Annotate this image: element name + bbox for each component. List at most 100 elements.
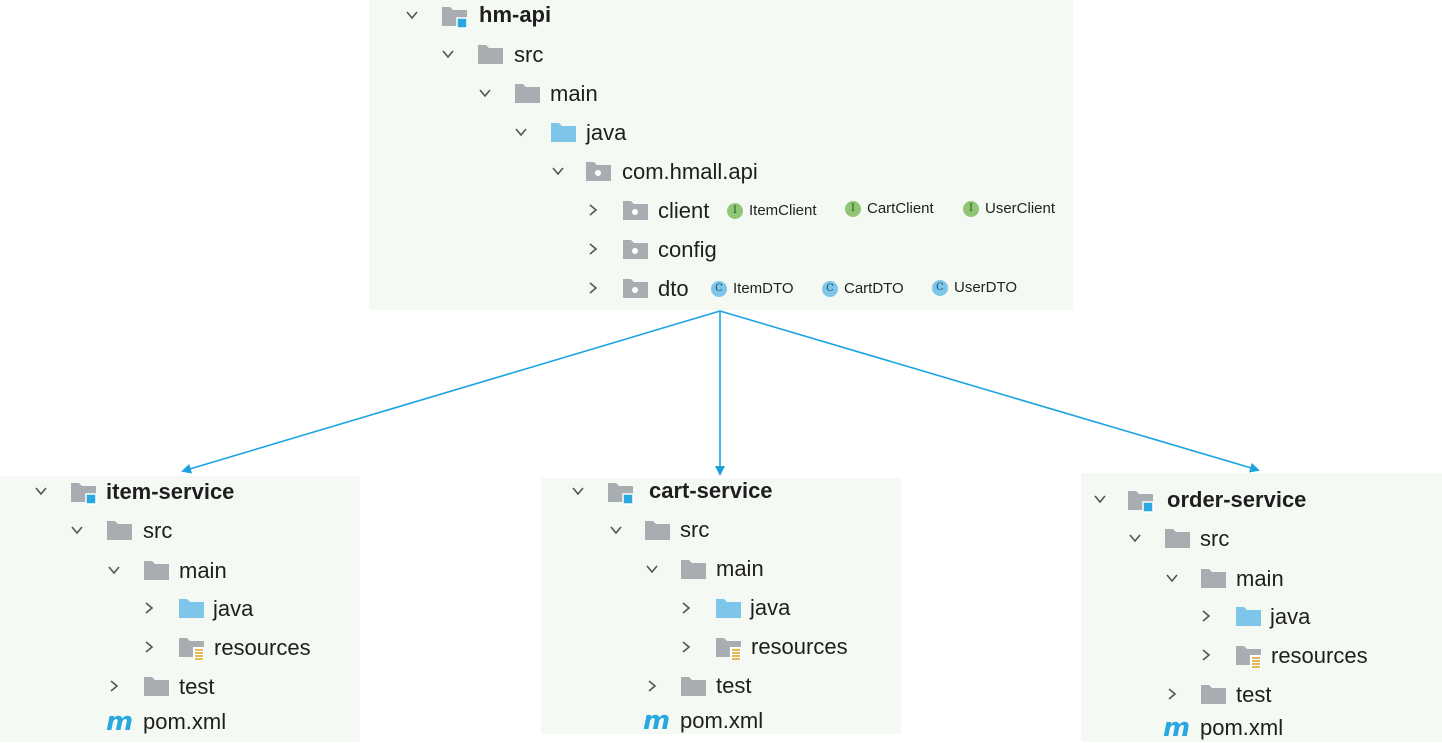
java-label[interactable]: java: [213, 596, 254, 621]
api-tree-panel: hm-api src main java com.hmall.api clien…: [369, 0, 1073, 310]
api-dto-label[interactable]: dto: [658, 276, 689, 301]
test-label[interactable]: test: [179, 674, 215, 699]
service-module-name[interactable]: cart-service: [649, 478, 773, 503]
interface-icon: I: [963, 200, 979, 217]
chevron-right-icon[interactable]: [1200, 610, 1212, 622]
main-label[interactable]: main: [1236, 566, 1284, 591]
module-folder-icon: [441, 3, 469, 29]
chevron-down-icon[interactable]: [515, 126, 527, 138]
order-service-panel: order-service src main java resources te…: [1081, 473, 1442, 743]
package-folder-icon: [622, 276, 650, 300]
folder-icon: [1200, 566, 1228, 590]
chevron-right-icon[interactable]: [680, 641, 692, 653]
class-icon: C: [711, 280, 727, 297]
maven-icon: m: [106, 707, 134, 737]
folder-icon: [1164, 526, 1192, 550]
chevron-right-icon[interactable]: [680, 602, 692, 614]
chevron-down-icon[interactable]: [1166, 572, 1178, 584]
chevron-right-icon[interactable]: [1166, 688, 1178, 700]
chevron-down-icon[interactable]: [479, 87, 491, 99]
service-module-name[interactable]: item-service: [106, 479, 235, 504]
pom-label[interactable]: pom.xml: [143, 709, 227, 734]
chevron-right-icon[interactable]: [143, 641, 155, 653]
src-label[interactable]: src: [143, 518, 173, 543]
api-main-label[interactable]: main: [550, 81, 598, 106]
interface-name: ItemClient: [749, 202, 817, 219]
chevron-down-icon[interactable]: [71, 524, 83, 536]
test-label[interactable]: test: [1236, 682, 1272, 707]
src-label[interactable]: src: [1200, 526, 1230, 551]
module-folder-icon: [70, 479, 98, 505]
arrow-to-item-service: [181, 310, 721, 474]
api-package-label[interactable]: com.hmall.api: [622, 159, 758, 184]
package-folder-icon: [585, 159, 613, 183]
chevron-down-icon[interactable]: [552, 165, 564, 177]
maven-icon: m: [643, 706, 671, 736]
class-icon: C: [932, 279, 948, 296]
chevron-down-icon[interactable]: [35, 485, 47, 497]
chevron-right-icon[interactable]: [143, 602, 155, 614]
service-module-name[interactable]: order-service: [1167, 487, 1307, 512]
interface-icon: I: [727, 202, 743, 219]
source-folder-icon: [715, 596, 743, 620]
chevron-right-icon[interactable]: [108, 680, 120, 692]
folder-icon: [680, 557, 708, 581]
resources-folder-icon: [1235, 643, 1263, 668]
cart-service-panel: cart-service src main java resources tes…: [541, 478, 901, 736]
api-src-label[interactable]: src: [514, 42, 544, 67]
source-folder-icon: [178, 596, 206, 620]
chevron-right-icon[interactable]: [587, 243, 599, 255]
api-java-label[interactable]: java: [586, 120, 627, 145]
class-name: CartDTO: [844, 280, 904, 297]
module-folder-icon: [607, 479, 635, 505]
chevron-down-icon[interactable]: [108, 564, 120, 576]
main-label[interactable]: main: [716, 556, 764, 581]
interface-name: UserClient: [985, 200, 1056, 217]
chevron-down-icon[interactable]: [572, 485, 584, 497]
src-label[interactable]: src: [680, 517, 710, 542]
resources-folder-icon: [178, 635, 206, 660]
folder-icon: [477, 42, 505, 66]
package-folder-icon: [622, 198, 650, 222]
api-module-name[interactable]: hm-api: [479, 2, 552, 27]
resources-folder-icon: [715, 635, 743, 660]
chevron-right-icon[interactable]: [646, 680, 658, 692]
interface-icon: I: [845, 200, 861, 217]
pom-label[interactable]: pom.xml: [680, 708, 764, 733]
source-folder-icon: [550, 120, 578, 144]
chevron-down-icon[interactable]: [1129, 532, 1141, 544]
folder-icon: [644, 518, 672, 542]
test-label[interactable]: test: [716, 673, 752, 698]
folder-icon: [143, 558, 171, 582]
resources-label[interactable]: resources: [1271, 643, 1368, 668]
chevron-right-icon[interactable]: [587, 282, 599, 294]
arrow-to-order-service: [719, 310, 1260, 473]
resources-label[interactable]: resources: [214, 635, 311, 660]
interface-item[interactable]: I ItemClient: [727, 202, 817, 219]
folder-icon: [106, 518, 134, 542]
java-label[interactable]: java: [750, 595, 791, 620]
java-label[interactable]: java: [1270, 604, 1311, 629]
chevron-down-icon[interactable]: [442, 48, 454, 60]
chevron-down-icon[interactable]: [610, 524, 622, 536]
chevron-right-icon[interactable]: [1200, 649, 1212, 661]
api-client-label[interactable]: client: [658, 198, 710, 223]
main-label[interactable]: main: [179, 558, 227, 583]
chevron-right-icon[interactable]: [587, 204, 599, 216]
api-config-label[interactable]: config: [658, 237, 717, 262]
resources-label[interactable]: resources: [751, 634, 848, 659]
interface-item[interactable]: I UserClient: [963, 200, 1055, 217]
module-folder-icon: [1127, 487, 1155, 513]
class-item[interactable]: C ItemDTO: [711, 280, 794, 297]
source-folder-icon: [1235, 604, 1263, 628]
chevron-down-icon[interactable]: [406, 9, 418, 21]
chevron-down-icon[interactable]: [646, 563, 658, 575]
pom-label[interactable]: pom.xml: [1200, 715, 1284, 740]
class-name: ItemDTO: [733, 280, 794, 297]
chevron-down-icon[interactable]: [1094, 493, 1106, 505]
folder-icon: [143, 674, 171, 698]
